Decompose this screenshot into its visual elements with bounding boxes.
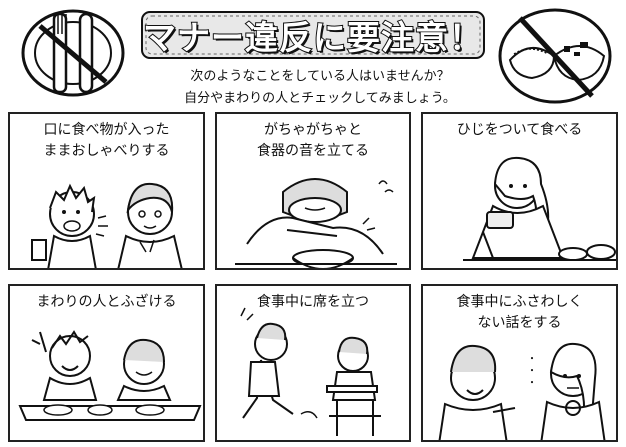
illustration-elbows-on-table (463, 156, 616, 261)
illustration-talking-children (31, 182, 183, 268)
svg-text:・: ・ (527, 354, 537, 365)
panel-inappropriate-talk: ・ ・ ・ 食事中にふさわしく ない話をする (421, 284, 618, 442)
subtitle-line-1: 次のようなことをしている人はいませんか？ (190, 69, 450, 84)
plate-fork-knife-icon (21, 9, 125, 97)
panel-caption: まわりの人とふざける (10, 292, 203, 313)
plate-bowls-icon (498, 8, 612, 104)
caption-line-1: 食事中にふさわしく (456, 294, 583, 310)
illustration-clattering-dishes (235, 178, 397, 268)
subtitle-line-2: 自分やまわりの人とチェックしてみましょう。 (184, 91, 456, 106)
header: マナー違反に要注意！ 次のようなことをしている人はいませんか？ 自分やまわりの人… (0, 0, 626, 112)
panel-caption: 口に食べ物が入った ままおしゃべりする (10, 120, 203, 162)
caption-line-1: 食事中に席を立つ (257, 294, 369, 310)
panel-caption: 食事中に席を立つ (217, 292, 409, 313)
svg-text:・: ・ (527, 378, 537, 389)
panel-clattering-dishes: がちゃがちゃと 食器の音を立てる (215, 112, 411, 270)
caption-line-2: ままおしゃべりする (43, 143, 170, 159)
panel-fooling-around: まわりの人とふざける (8, 284, 205, 442)
illustration-fooling-around (18, 330, 202, 421)
panel-talking-with-mouth-full: 口に食べ物が入った ままおしゃべりする (8, 112, 205, 270)
title-banner (141, 11, 485, 59)
illustration-inappropriate-talk: ・ ・ ・ (438, 342, 606, 440)
panel-caption: 食事中にふさわしく ない話をする (423, 292, 616, 334)
panel-elbows-on-table: ひじをついて食べる (421, 112, 618, 270)
caption-line-2: ない話をする (477, 315, 562, 331)
illustration-leaving-seat (240, 307, 381, 436)
panel-leaving-seat: 食事中に席を立つ (215, 284, 411, 442)
svg-text:・: ・ (527, 366, 537, 377)
panel-caption: がちゃがちゃと 食器の音を立てる (217, 120, 409, 162)
caption-line-1: 口に食べ物が入った (43, 122, 170, 138)
caption-line-2: 食器の音を立てる (257, 143, 369, 159)
panel-caption: ひじをついて食べる (423, 120, 616, 141)
caption-line-1: まわりの人とふざける (36, 294, 177, 310)
caption-line-1: ひじをついて食べる (456, 122, 583, 138)
caption-line-1: がちゃがちゃと (264, 122, 362, 138)
subtitle: 次のようなことをしている人はいませんか？ 自分やまわりの人とチェックしてみましょ… (150, 66, 490, 110)
page-title: マナー違反に要注意！ (142, 17, 483, 58)
